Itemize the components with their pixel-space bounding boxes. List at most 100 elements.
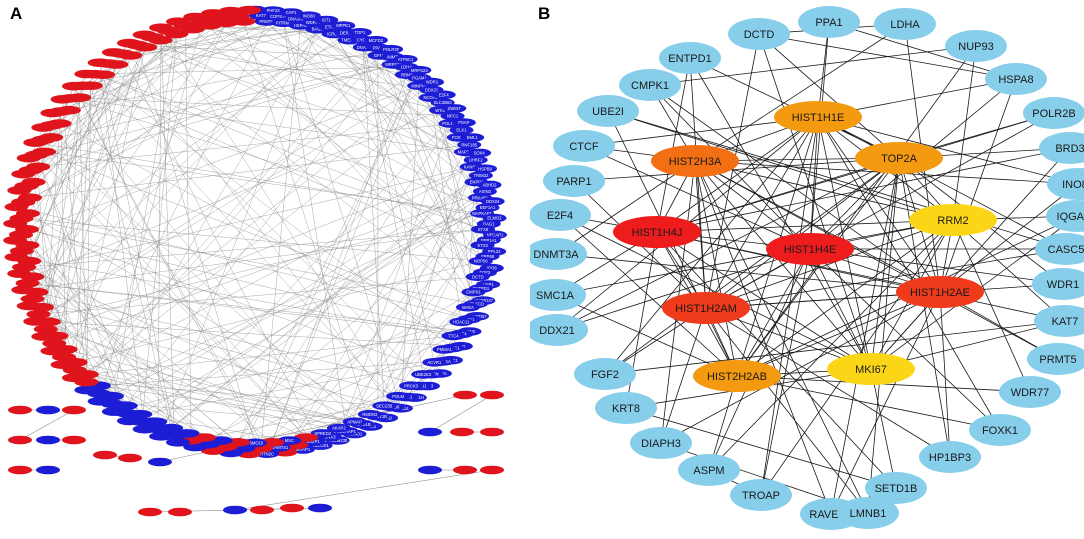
node-a [250,505,274,515]
node-a-label: AKAP2 [332,426,346,431]
node-a [260,438,285,447]
node-label: SMC1A [536,290,575,302]
node-a-label: WDR1 [426,80,439,85]
node-ldha: LDHA [874,8,936,40]
edge-b [809,21,830,250]
edge-b [554,219,954,296]
node-label: HIST2H3A [669,156,722,168]
edge-a [283,22,480,154]
edge-b [736,248,811,377]
edge-a [15,223,440,374]
edge-b [559,214,872,370]
edge-a [45,85,83,330]
edge-b [656,231,1066,322]
node-label: PRMT5 [1039,354,1076,366]
edge-a [70,98,484,230]
node-a [16,301,41,311]
edge-a [19,166,472,274]
node-a-label: P3MO10 [247,441,264,446]
edge-a [237,70,420,443]
node-a-label: ZWINT [448,106,462,111]
node-label: HP1BP3 [929,452,971,464]
edge-a [195,291,474,448]
node-label: KRT8 [612,403,640,415]
edge-b [556,157,900,331]
edge-b [952,219,1066,322]
edge-a [192,28,492,269]
node-top2a: TOP2A [855,142,943,174]
edge-b [694,23,906,162]
edge-b [867,157,900,514]
node-a-label: BAG3 [312,27,324,32]
node-a-label: EEF1A1 [480,205,496,210]
edge-b [736,45,977,377]
node-label: UBE2I [592,106,624,118]
edge-a [73,86,268,454]
node-a-label: COPS7A [270,14,287,19]
edge-a [51,10,274,138]
edge-a [94,73,488,208]
edge-b [817,116,941,293]
node-a-label: MRPS30 [385,62,402,67]
edge-b [656,147,1071,233]
edge-b [939,78,1017,293]
node-a: STX3 [470,240,495,250]
node-a [166,438,190,447]
node-a [62,373,86,383]
edge-a [51,125,314,442]
node-a-label: ENTPD1 [473,286,490,291]
node-diaph3: DIAPH3 [630,427,692,459]
node-a-label: RNF185 [461,142,477,147]
edge-a [284,144,470,453]
node-label: TOP2A [881,153,918,165]
node-label: ASPM [693,465,724,477]
edge-a [29,197,130,422]
edge-a [70,98,466,153]
node-a [480,465,504,475]
node-a [39,133,64,142]
edge-a [20,12,292,235]
node-kat7: KAT7 [1034,305,1084,337]
edge-b [583,145,811,250]
node-a: DCTD [465,272,490,282]
node-a [183,442,208,452]
node-a-label: E2F4 [439,92,450,97]
node-a-label: ACVR1 [427,360,442,365]
node-a [453,390,477,400]
edge-a [74,369,363,425]
node-a-label: DAG1 [483,221,495,226]
node-a-label: TMEM230 [328,438,348,443]
edge-b [870,147,1071,370]
node-a [138,507,162,517]
node-a-label: SNX3 [325,435,337,440]
edge-a [73,47,146,378]
node-a-label: MCFD2 [369,38,384,43]
node-rrm2: RRM2 [909,204,997,236]
node-label: KAT7 [1052,316,1079,328]
edge-a [21,218,476,305]
edge-a [243,21,371,427]
edge-a [125,56,393,406]
edge-b [758,33,872,370]
node-hp1bp3: HP1BP3 [919,441,981,473]
node-hist2h3a: HIST2H3A [651,145,739,177]
edge-a [271,74,408,443]
node-a-label: MOAP1 [296,447,311,452]
node-label: LMNB1 [850,508,887,520]
node-a [148,457,172,467]
node-a-label: SRP68 [481,254,495,259]
node-a [36,465,60,475]
panel-a: A CTCFKAT7PRMT5PHF23COPS7APITRM1CAP1DNAJ… [0,0,520,534]
edge-a [94,73,496,236]
node-label: SETD1B [875,483,918,495]
node-a: ABHD2 [477,180,502,190]
edge-a [26,25,186,187]
node-label: IQGAP3 [1057,211,1084,223]
node-a-label: SLC35B3 [434,100,453,105]
node-a-label: LUZP1 [307,439,321,444]
node-a-label: AXIN2 [479,189,492,194]
edge-b [830,291,941,515]
edge-b [555,160,696,255]
edge-b [689,57,707,309]
node-a [418,465,442,475]
